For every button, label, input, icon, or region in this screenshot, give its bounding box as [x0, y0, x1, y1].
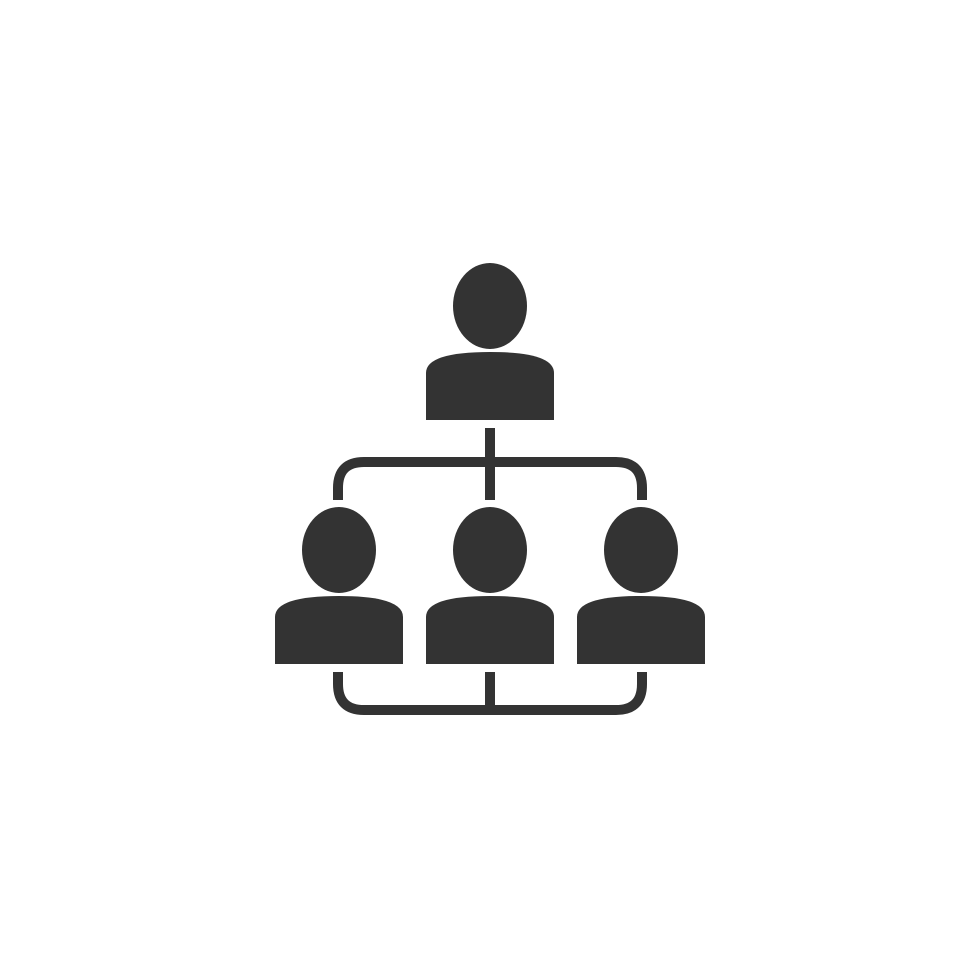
connector-lines [333, 428, 647, 715]
upper-bracket [333, 457, 647, 500]
person-body [426, 596, 554, 664]
person-head [453, 263, 527, 349]
person-member-left [275, 507, 403, 664]
person-head [302, 507, 376, 593]
person-head [453, 507, 527, 593]
person-member-center [426, 507, 554, 664]
person-member-right [577, 507, 705, 664]
person-body [426, 352, 554, 420]
person-body [577, 596, 705, 664]
person-leader [426, 263, 554, 420]
person-head [604, 507, 678, 593]
person-body [275, 596, 403, 664]
